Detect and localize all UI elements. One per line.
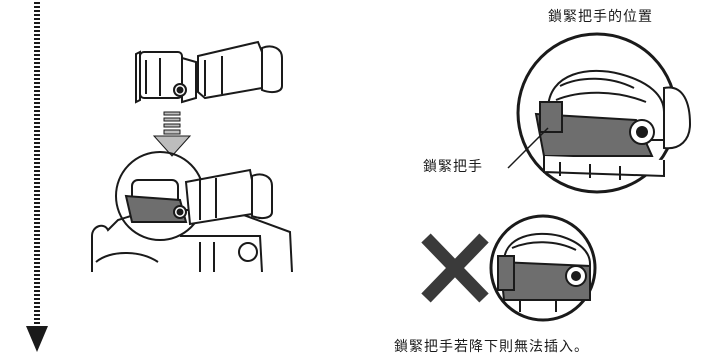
- connector-plug-inserted: [115, 151, 273, 241]
- warning-caption: 鎖緊把手若降下則無法插入。: [394, 339, 589, 355]
- device-body: [91, 209, 293, 273]
- lever-leader-line: [507, 127, 549, 169]
- flow-down-arrow-icon: [26, 2, 48, 352]
- x-mark-icon: [421, 233, 489, 303]
- lever-position-detail-circle: [516, 32, 692, 194]
- connector-plug-top: [135, 40, 283, 104]
- lock-lever-label: 鎖緊把手: [423, 159, 483, 175]
- lever-position-label: 鎖緊把手的位置: [548, 9, 653, 25]
- lever-lowered-detail-circle: [489, 214, 597, 322]
- insert-down-arrow-icon: [152, 111, 192, 157]
